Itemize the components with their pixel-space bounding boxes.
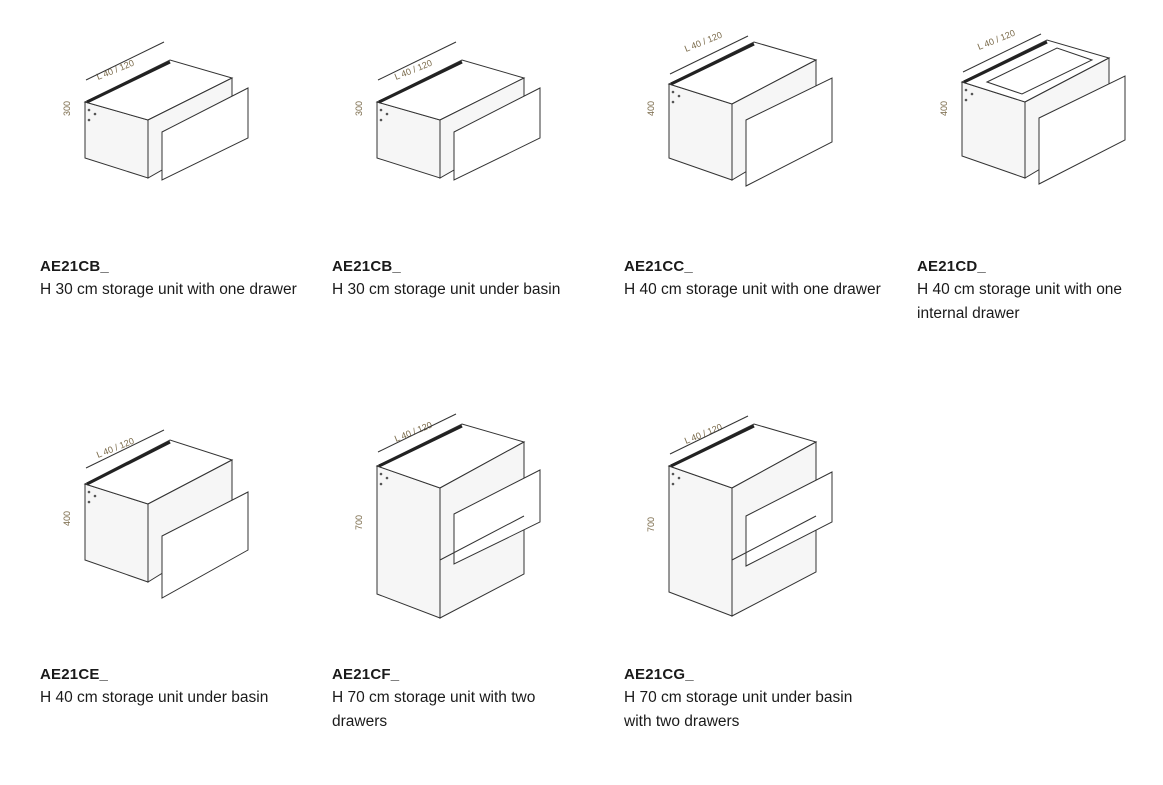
product-code: AE21CF_	[332, 666, 400, 683]
height-dimension-label: 400	[646, 101, 656, 116]
product-code: AE21CD_	[917, 258, 986, 275]
cabinet-drawing: L 40 / 120 400	[917, 20, 1163, 240]
height-dimension-label: 400	[62, 511, 72, 526]
product-code: AE21CG_	[624, 666, 694, 683]
product-description: H 40 cm storage unit under basin	[40, 689, 269, 706]
product-card: L 40 / 120 400 AE21CC_ H 40 cm storage u…	[624, 20, 894, 330]
product-code: AE21CC_	[624, 258, 693, 275]
width-dimension-label: L 40 / 120	[95, 58, 136, 82]
product-code: AE21CB_	[332, 258, 401, 275]
height-dimension-label: 300	[62, 101, 72, 116]
width-dimension-label: L 40 / 120	[393, 420, 434, 444]
cabinet-drawing: L 40 / 120 400	[40, 412, 310, 632]
height-dimension-label: 700	[646, 517, 656, 532]
height-dimension-label: 300	[354, 101, 364, 116]
width-dimension-label: L 40 / 120	[683, 30, 724, 54]
cabinet-drawing: L 40 / 120 300	[40, 20, 310, 240]
product-description: H 70 cm storage unit under basin with tw…	[624, 689, 853, 730]
product-card: L 40 / 120 700 AE21CG_ H 70 cm storage u…	[624, 412, 894, 732]
product-description: H 30 cm storage unit under basin	[332, 281, 561, 298]
product-description: H 40 cm storage unit with one drawer	[624, 281, 881, 298]
cabinet-drawing: L 40 / 120 700	[624, 412, 894, 632]
product-card: L 40 / 120 300 AE21CB_ H 30 cm storage u…	[332, 20, 602, 330]
width-dimension-label: L 40 / 120	[976, 28, 1017, 52]
height-dimension-label: 400	[939, 101, 949, 116]
product-code: AE21CE_	[40, 666, 109, 683]
product-description: H 70 cm storage unit with two drawers	[332, 689, 536, 730]
product-card: L 40 / 120 300 AE21CB_ H 30 cm storage u…	[40, 20, 310, 330]
product-description: H 40 cm storage unit with one internal d…	[917, 281, 1123, 322]
product-card: L 40 / 120 400 AE21CE_ H 40 cm storage u…	[40, 412, 310, 732]
product-description: H 30 cm storage unit with one drawer	[40, 281, 297, 298]
width-dimension-label: L 40 / 120	[95, 436, 136, 460]
product-card: L 40 / 120 700 AE21CF_ H 70 cm storage u…	[332, 412, 602, 732]
product-card: L 40 / 120 400 AE21CD_ H 40 cm storage u…	[917, 20, 1163, 330]
cabinet-drawing: L 40 / 120 300	[332, 20, 602, 240]
product-code: AE21CB_	[40, 258, 109, 275]
cabinet-drawing: L 40 / 120 700	[332, 412, 602, 632]
height-dimension-label: 700	[354, 515, 364, 530]
cabinet-drawing: L 40 / 120 400	[624, 20, 894, 240]
